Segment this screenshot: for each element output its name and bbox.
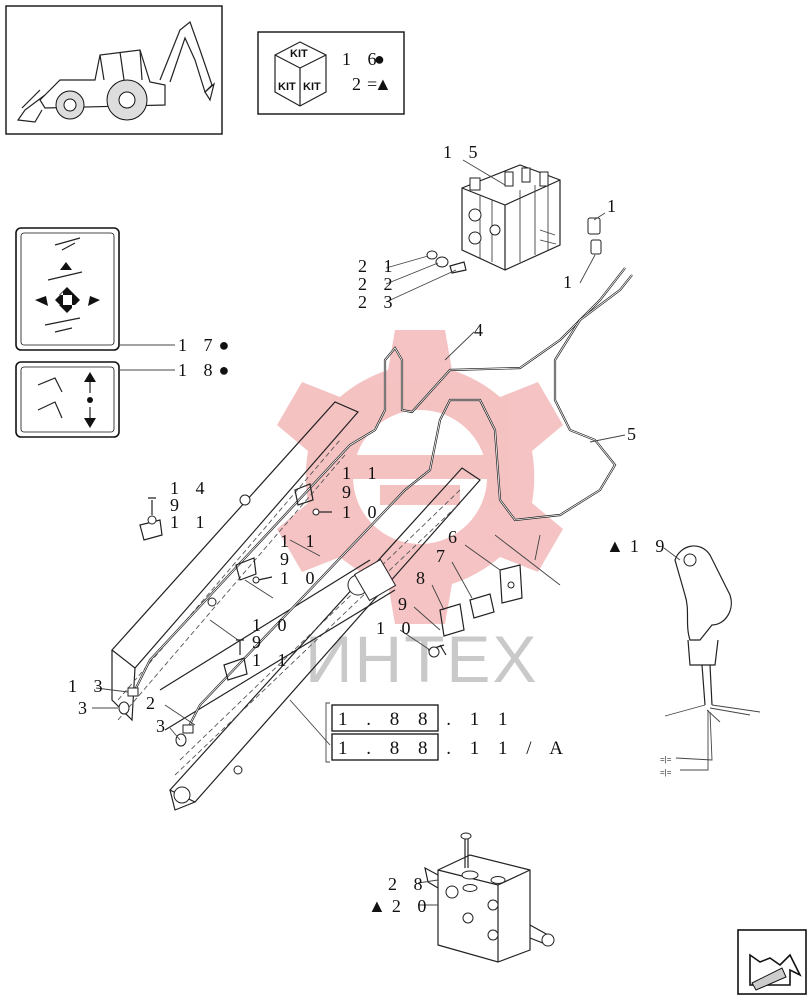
callout-11c: 1 1 xyxy=(280,531,321,551)
callout-15: 1 5 xyxy=(443,142,484,162)
callout-13: 1 3 xyxy=(68,676,109,696)
clamp-group-11c xyxy=(223,639,248,681)
kit-line2-symbol: ▲ xyxy=(374,74,398,94)
boom-arm xyxy=(111,401,481,811)
callout-9b: 9 xyxy=(342,482,357,502)
callout-2: 2 xyxy=(146,693,161,713)
callout-11b: 1 1 xyxy=(342,463,383,483)
callout-3b: 3 xyxy=(156,716,171,736)
callout-21: 2 1 xyxy=(358,256,399,276)
svg-text:=|=: =|= xyxy=(660,768,672,777)
callout-9a: 9 xyxy=(170,495,185,515)
callout-9e: 9 xyxy=(398,594,413,614)
svg-text:=|=: =|= xyxy=(660,755,672,764)
callout-1b: 1 xyxy=(563,272,578,292)
callout-10c: 1 0 xyxy=(252,615,293,635)
kit-label-right: KIT xyxy=(303,81,321,93)
clamp-group-11a xyxy=(294,483,332,516)
callout-10b: 1 0 xyxy=(280,568,321,588)
callout-20: ▲2 0 xyxy=(368,896,432,916)
callout-6: 6 xyxy=(448,527,463,547)
clamp-group-14 xyxy=(139,497,163,541)
callout-5: 5 xyxy=(627,424,642,444)
decal-17 xyxy=(15,227,120,351)
callout-28: 2 8 xyxy=(388,874,429,894)
hydraulic-pipes xyxy=(118,267,633,747)
reference-boxes: 1 . 8 8 . 1 1 1 . 8 8 . 1 1 / A xyxy=(325,702,570,763)
washers-21-23 xyxy=(426,250,467,274)
backhoe-thumbnail xyxy=(5,5,223,135)
callout-18: 1 8● xyxy=(178,360,235,380)
plates-6-7-8 xyxy=(427,564,523,658)
callout-17: 1 7● xyxy=(178,335,235,355)
next-page-arrow-icon xyxy=(737,929,807,995)
reference-1-88-11-a: 1 . 8 8 . 1 1 / A xyxy=(338,738,570,759)
callout-10a: 1 0 xyxy=(342,502,383,522)
callout-9c: 9 xyxy=(280,549,295,569)
kit-line2: 2= xyxy=(352,74,383,94)
callout-19: ▲1 9 xyxy=(606,536,670,556)
kit-label-top: KIT xyxy=(290,48,308,60)
callout-14: 1 4 xyxy=(170,478,211,498)
callout-labels: 1 5 1 1 2 1 2 2 2 3 4 5 1 7● 1 8● 1 4 9 … xyxy=(68,142,670,916)
callout-22: 2 2 xyxy=(358,274,399,294)
clamp-group-11b xyxy=(235,557,273,584)
callout-4: 4 xyxy=(474,320,489,340)
callout-11d: 1 1 xyxy=(252,650,293,670)
joystick-19: =|= =|= xyxy=(660,545,761,777)
callout-11a: 1 1 xyxy=(170,512,211,532)
fitting-1 xyxy=(587,217,602,255)
control-valve-15 xyxy=(461,164,561,271)
kit-legend: KIT KIT KIT 1 6 ● 2= ▲ xyxy=(257,31,405,115)
callout-8: 8 xyxy=(416,568,431,588)
kit-line1: 1 6 xyxy=(342,49,383,69)
callout-1a: 1 xyxy=(607,196,622,216)
kit-label-left: KIT xyxy=(278,81,296,93)
callout-7: 7 xyxy=(436,546,451,566)
kit-line1-symbol: ● xyxy=(374,49,391,69)
callout-10d: 1 0 xyxy=(376,618,417,638)
callout-9d: 9 xyxy=(252,632,267,652)
reference-1-88-11: 1 . 8 8 . 1 1 xyxy=(338,709,515,730)
valve-20 xyxy=(424,832,555,963)
callout-23: 2 3 xyxy=(358,292,399,312)
watermark-text: ИНТЕХ xyxy=(305,622,538,696)
decal-18 xyxy=(15,361,120,438)
leader-lines xyxy=(92,159,681,906)
callout-3a: 3 xyxy=(78,698,93,718)
